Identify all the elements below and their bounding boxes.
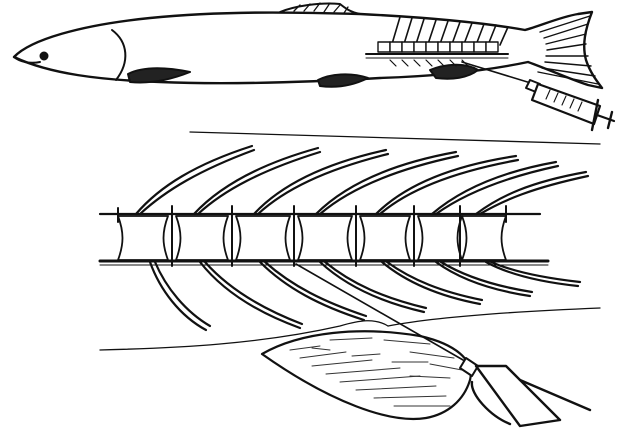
vertebra-5 — [360, 216, 410, 260]
gill-cover — [112, 30, 125, 80]
vertebra-4 — [298, 216, 352, 260]
syringe-bottom-barrel — [476, 366, 560, 426]
lower-ribs — [150, 262, 580, 330]
pelvic-fin — [318, 74, 368, 86]
back-contour-line — [190, 132, 600, 144]
vertebra-2 — [176, 216, 228, 260]
vertebral-column-illustration — [100, 132, 600, 426]
fish-eye — [40, 52, 48, 60]
vertebra-7 — [462, 216, 506, 260]
tail-fin-rays — [538, 16, 598, 84]
upper-ribs — [136, 146, 588, 214]
muscle-bulb — [262, 331, 471, 419]
vertebra-6 — [418, 216, 462, 260]
fish-illustration — [14, 3, 614, 130]
pectoral-fin — [128, 68, 190, 82]
anal-fin — [430, 65, 478, 79]
vertebrae — [118, 216, 506, 260]
vertebra-1 — [118, 216, 168, 260]
segment-blocks — [366, 42, 508, 58]
syringe-barrel — [532, 84, 600, 124]
vertebra-3 — [236, 216, 290, 260]
fish-body-outline — [14, 12, 602, 88]
